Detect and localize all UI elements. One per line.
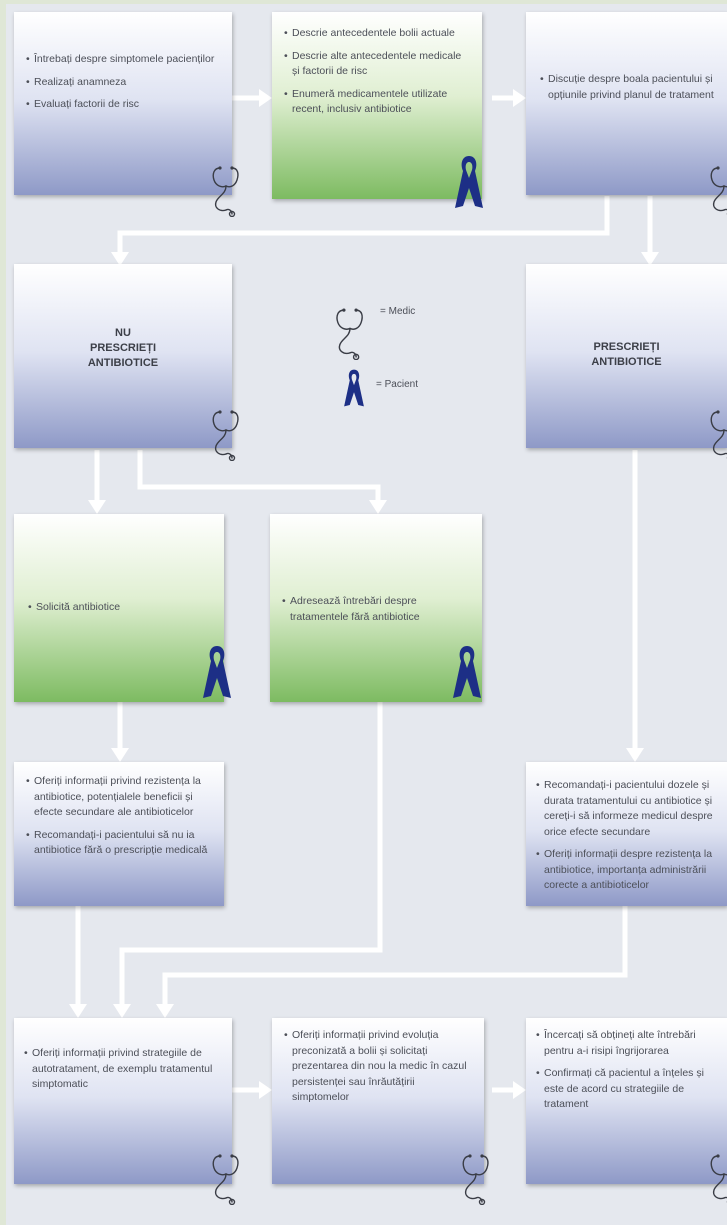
box-request-antibiotics: Solicită antibiotice [14,514,231,702]
awareness-ribbon-icon [452,152,486,212]
arrowhead [113,1004,131,1018]
legend-medic-label: = Medic [380,306,416,317]
box-patient-history: Descrie antecedentele bolii actuale Desc… [272,12,483,208]
stethoscope-icon [704,406,727,461]
bullet-item: Întrebați despre simptomele pacienților [26,52,221,68]
stethoscope-icon [206,406,246,462]
bullet-item: Recomandați-i pacientului să nu ia antib… [26,828,216,859]
legend-pacient-label: = Pacient [376,379,418,390]
box-dosage-info: Recomandați-i pacientului dozele și dura… [526,762,727,906]
arrowhead [111,252,129,266]
awareness-ribbon-icon [200,642,234,702]
arrowhead [513,89,526,107]
arrowhead [641,252,659,266]
arrow-b3-b4 [117,196,610,254]
arrowhead [513,1081,526,1099]
bullet-item: Încercați să obțineți alte întrebări pen… [536,1028,716,1059]
bullet-item: Oferiți informații privind evoluția prec… [284,1028,474,1106]
bullet-list: Adresează întrebări despre tratamentele … [282,594,467,632]
bullet-item: Realizați anamneza [26,75,221,91]
box-prescribe-antibiotics: PRESCRIEȚI ANTIBIOTICE [526,264,727,460]
bullet-list: Încercați să obțineți alte întrebări pen… [536,1028,716,1120]
arrowhead [88,500,106,514]
bullet-item: Solicită antibiotice [28,600,208,616]
bullet-list: Solicită antibiotice [28,600,208,623]
stethoscope-icon [704,162,727,217]
box-self-treatment: Oferiți informații privind strategiile d… [14,1018,239,1206]
bullet-list: Întrebați despre simptomele pacienților … [26,52,221,120]
decision-title: PRESCRIEȚI ANTIBIOTICE [591,341,662,368]
bullet-list: Descrie antecedentele bolii actuale Desc… [284,26,469,125]
stethoscope-icon [206,162,246,218]
bullet-item: Oferiți informații privind rezistența la… [26,774,216,821]
bullet-item: Oferiți informații privind strategiile d… [24,1046,219,1093]
arrow-b4-b7 [137,450,381,502]
bullet-list: Oferiți informații privind evoluția prec… [284,1028,474,1113]
bullet-item: Adresează întrebări despre tratamentele … [282,594,467,625]
arrowhead [111,748,129,762]
arrowhead [259,89,272,107]
bullet-list: Oferiți informații privind strategiile d… [24,1046,219,1100]
decision-title: NU PRESCRIEȚI ANTIBIOTICE [87,327,159,369]
box-ask-symptoms: Întrebați despre simptomele pacienților … [14,12,239,218]
awareness-ribbon-icon [450,642,484,702]
box-disease-evolution: Oferiți informații privind evoluția prec… [272,1018,489,1206]
bullet-list: Discuție despre boala pacientului și opț… [540,72,720,110]
box-discussion: Discuție despre boala pacientului și opț… [526,12,727,216]
bullet-item: Evaluați factorii de risc [26,97,221,113]
legend-stethoscope-icon [328,304,372,361]
arrowhead [626,748,644,762]
arrow-b7-b10 [119,702,383,1006]
box-confirm-understanding: Încercați să obțineți alte întrebări pen… [526,1018,727,1204]
bullet-item: Descrie alte antecedentele medicale și f… [284,49,469,80]
arrowhead [156,1004,174,1018]
arrowhead [259,1081,272,1099]
bullet-list: Oferiți informații privind rezistența la… [26,774,216,866]
arrowhead [69,1004,87,1018]
bullet-item: Confirmați că pacientul a înțeles și est… [536,1066,716,1113]
bullet-item: Recomandați-i pacientului dozele și dura… [536,778,726,840]
bullet-list: Recomandați-i pacientului dozele și dura… [536,778,726,901]
box-no-antibiotics: NU PRESCRIEȚI ANTIBIOTICE [14,264,239,462]
arrowhead [369,500,387,514]
stethoscope-icon [704,1150,727,1205]
stethoscope-icon [206,1150,246,1206]
arrow-b9-b10 [162,906,628,1006]
stethoscope-icon [456,1150,496,1206]
box-ask-alternatives: Adresează întrebări despre tratamentele … [270,514,482,702]
bullet-item: Enumeră medicamentele utilizate recent, … [284,87,469,118]
bullet-item: Oferiți informații despre rezistența la … [536,847,726,894]
bullet-item: Discuție despre boala pacientului și opț… [540,72,720,103]
bullet-item: Descrie antecedentele bolii actuale [284,26,469,42]
legend-ribbon-icon [342,366,366,410]
box-resistance-info: Oferiți informații privind rezistența la… [14,762,224,906]
